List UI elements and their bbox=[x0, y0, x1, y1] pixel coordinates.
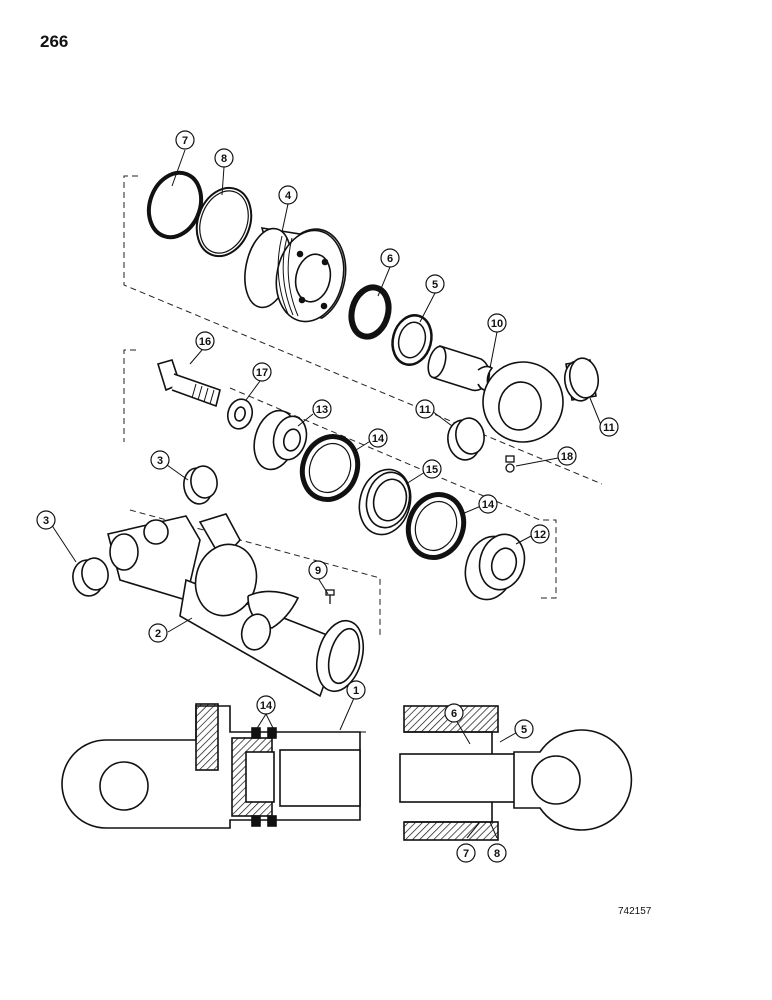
svg-text:14: 14 bbox=[260, 700, 273, 712]
bushing-11-left bbox=[447, 417, 485, 461]
callout-5-section: 5 bbox=[514, 719, 534, 739]
svg-text:2: 2 bbox=[155, 628, 161, 640]
svg-text:9: 9 bbox=[315, 565, 321, 577]
svg-text:14: 14 bbox=[482, 499, 495, 511]
callout-2: 2 bbox=[148, 623, 168, 643]
svg-text:5: 5 bbox=[521, 724, 527, 736]
callout-10: 10 bbox=[487, 313, 507, 333]
drawing-number: 742157 bbox=[618, 906, 652, 917]
bushing-3-lower bbox=[72, 557, 109, 597]
svg-text:1: 1 bbox=[353, 685, 359, 697]
page-number: 266 bbox=[40, 32, 69, 51]
callout-8-section: 8 bbox=[487, 843, 507, 863]
callout-15: 15 bbox=[422, 459, 442, 479]
callout-14-lower: 14 bbox=[478, 494, 498, 514]
piston-ring-14-lower bbox=[405, 492, 467, 560]
cylinder-tube-2 bbox=[107, 513, 365, 698]
callout-17: 17 bbox=[252, 362, 272, 382]
callout-7-section: 7 bbox=[456, 843, 476, 863]
piston-nut-12 bbox=[464, 533, 526, 601]
callout-14-upper: 14 bbox=[368, 428, 388, 448]
callout-3-upper: 3 bbox=[150, 450, 170, 470]
callout-6-section: 6 bbox=[444, 703, 464, 723]
callout-9: 9 bbox=[308, 560, 328, 580]
svg-text:18: 18 bbox=[561, 451, 573, 463]
callout-5-top: 5 bbox=[425, 274, 445, 294]
svg-text:4: 4 bbox=[285, 190, 292, 202]
dashed-group-outline-upper bbox=[123, 175, 603, 485]
callout-4: 4 bbox=[278, 185, 298, 205]
svg-text:15: 15 bbox=[426, 464, 438, 476]
svg-text:8: 8 bbox=[221, 153, 227, 165]
washer-17 bbox=[226, 398, 254, 430]
svg-text:11: 11 bbox=[419, 404, 431, 416]
bleeder-screw-9 bbox=[325, 589, 335, 604]
piston-rod-10 bbox=[427, 344, 564, 443]
cylinder-head-4 bbox=[244, 227, 347, 323]
wear-ring-15 bbox=[358, 468, 412, 536]
svg-text:16: 16 bbox=[199, 336, 211, 348]
backup-ring-8 bbox=[195, 186, 253, 258]
bushing-11-right bbox=[563, 357, 600, 402]
callout-14-section: 14 bbox=[256, 695, 276, 715]
svg-text:3: 3 bbox=[157, 455, 163, 467]
wiper-seal-6 bbox=[348, 284, 392, 340]
svg-text:8: 8 bbox=[494, 848, 500, 860]
rod-seal-5 bbox=[391, 314, 433, 366]
bolt-16 bbox=[156, 359, 221, 408]
svg-text:13: 13 bbox=[316, 404, 328, 416]
callout-6-top: 6 bbox=[380, 248, 400, 268]
bushing-3-upper bbox=[183, 465, 218, 505]
svg-text:6: 6 bbox=[387, 253, 393, 265]
callout-1: 1 bbox=[346, 680, 366, 700]
svg-text:14: 14 bbox=[372, 433, 385, 445]
callout-11-left: 11 bbox=[415, 399, 435, 419]
callout-11-right: 11 bbox=[599, 417, 619, 437]
svg-text:17: 17 bbox=[256, 367, 268, 379]
svg-text:11: 11 bbox=[603, 422, 615, 434]
assembled-cylinder-section bbox=[61, 703, 633, 841]
callout-13: 13 bbox=[312, 399, 332, 419]
svg-text:12: 12 bbox=[534, 529, 546, 541]
svg-text:3: 3 bbox=[43, 515, 49, 527]
callout-3-lower: 3 bbox=[36, 510, 56, 530]
callout-8-top: 8 bbox=[214, 148, 234, 168]
piston-13 bbox=[253, 409, 308, 471]
svg-text:6: 6 bbox=[451, 708, 457, 720]
svg-text:7: 7 bbox=[182, 135, 188, 147]
callout-18: 18 bbox=[557, 446, 577, 466]
svg-text:10: 10 bbox=[491, 318, 503, 330]
grease-fitting-18 bbox=[505, 455, 515, 473]
callout-12: 12 bbox=[530, 524, 550, 544]
callout-7-top: 7 bbox=[175, 130, 195, 150]
piston-ring-14-upper bbox=[299, 434, 361, 502]
svg-text:7: 7 bbox=[463, 848, 469, 860]
callout-16: 16 bbox=[195, 331, 215, 351]
svg-text:5: 5 bbox=[432, 279, 438, 291]
